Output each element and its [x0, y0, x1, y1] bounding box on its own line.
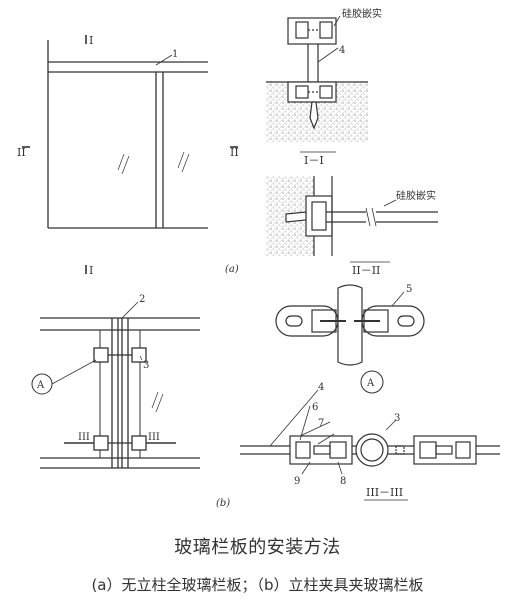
callout-9: 9: [294, 476, 300, 487]
label-ii-left: II: [17, 146, 26, 159]
figure-title: 玻璃栏板的安装方法: [174, 537, 341, 558]
glass-railing-diagram: I I II II 1 (a) 硅胶嵌实 4 I－I: [17, 7, 500, 509]
label-detail-a-right: A: [366, 378, 375, 389]
callout-2: 2: [139, 294, 145, 305]
panel-label-b: (b): [216, 498, 230, 509]
callout-3-right: 3: [394, 413, 400, 424]
annotation-silicone-mid: 硅胶嵌实: [396, 189, 436, 202]
section-ii-ii: [266, 176, 438, 263]
label-section-ii-ii: II－II: [352, 264, 380, 277]
detail-a-marker: [31, 373, 53, 395]
callout-5: 5: [406, 284, 412, 295]
callout-8: 8: [340, 476, 346, 487]
label-section-iii-iii: III－III: [366, 486, 403, 499]
label-i-top: I: [89, 34, 93, 47]
section-i-i: [266, 15, 368, 153]
label-section-i-i: I－I: [304, 154, 324, 167]
panel-label-a: (a): [225, 264, 239, 275]
label-iii-right: III: [148, 432, 160, 443]
panel-a-elevation: [22, 35, 238, 274]
label-detail-a-left: A: [36, 380, 45, 391]
label-iii-left: III: [78, 432, 90, 443]
panel-b-elevation: [40, 301, 200, 469]
callout-7: 7: [318, 418, 324, 429]
callout-4-bottom: 4: [318, 382, 324, 393]
callout-6: 6: [312, 402, 318, 413]
label-i-bottom: I: [89, 264, 93, 277]
detail-a-circle: [360, 370, 384, 394]
callout-4-top: 4: [339, 45, 345, 56]
annotation-silicone-top: 硅胶嵌实: [342, 7, 382, 20]
figure-subtitle: (a）无立柱全玻璃栏板；（b）立柱夹具夹玻璃栏板: [91, 576, 424, 594]
callout-3-left: 3: [143, 360, 149, 371]
callout-1: 1: [172, 49, 178, 60]
label-ii-right: II: [230, 146, 239, 159]
detail-a-drawing: [275, 284, 425, 366]
section-iii-iii: [240, 389, 500, 501]
